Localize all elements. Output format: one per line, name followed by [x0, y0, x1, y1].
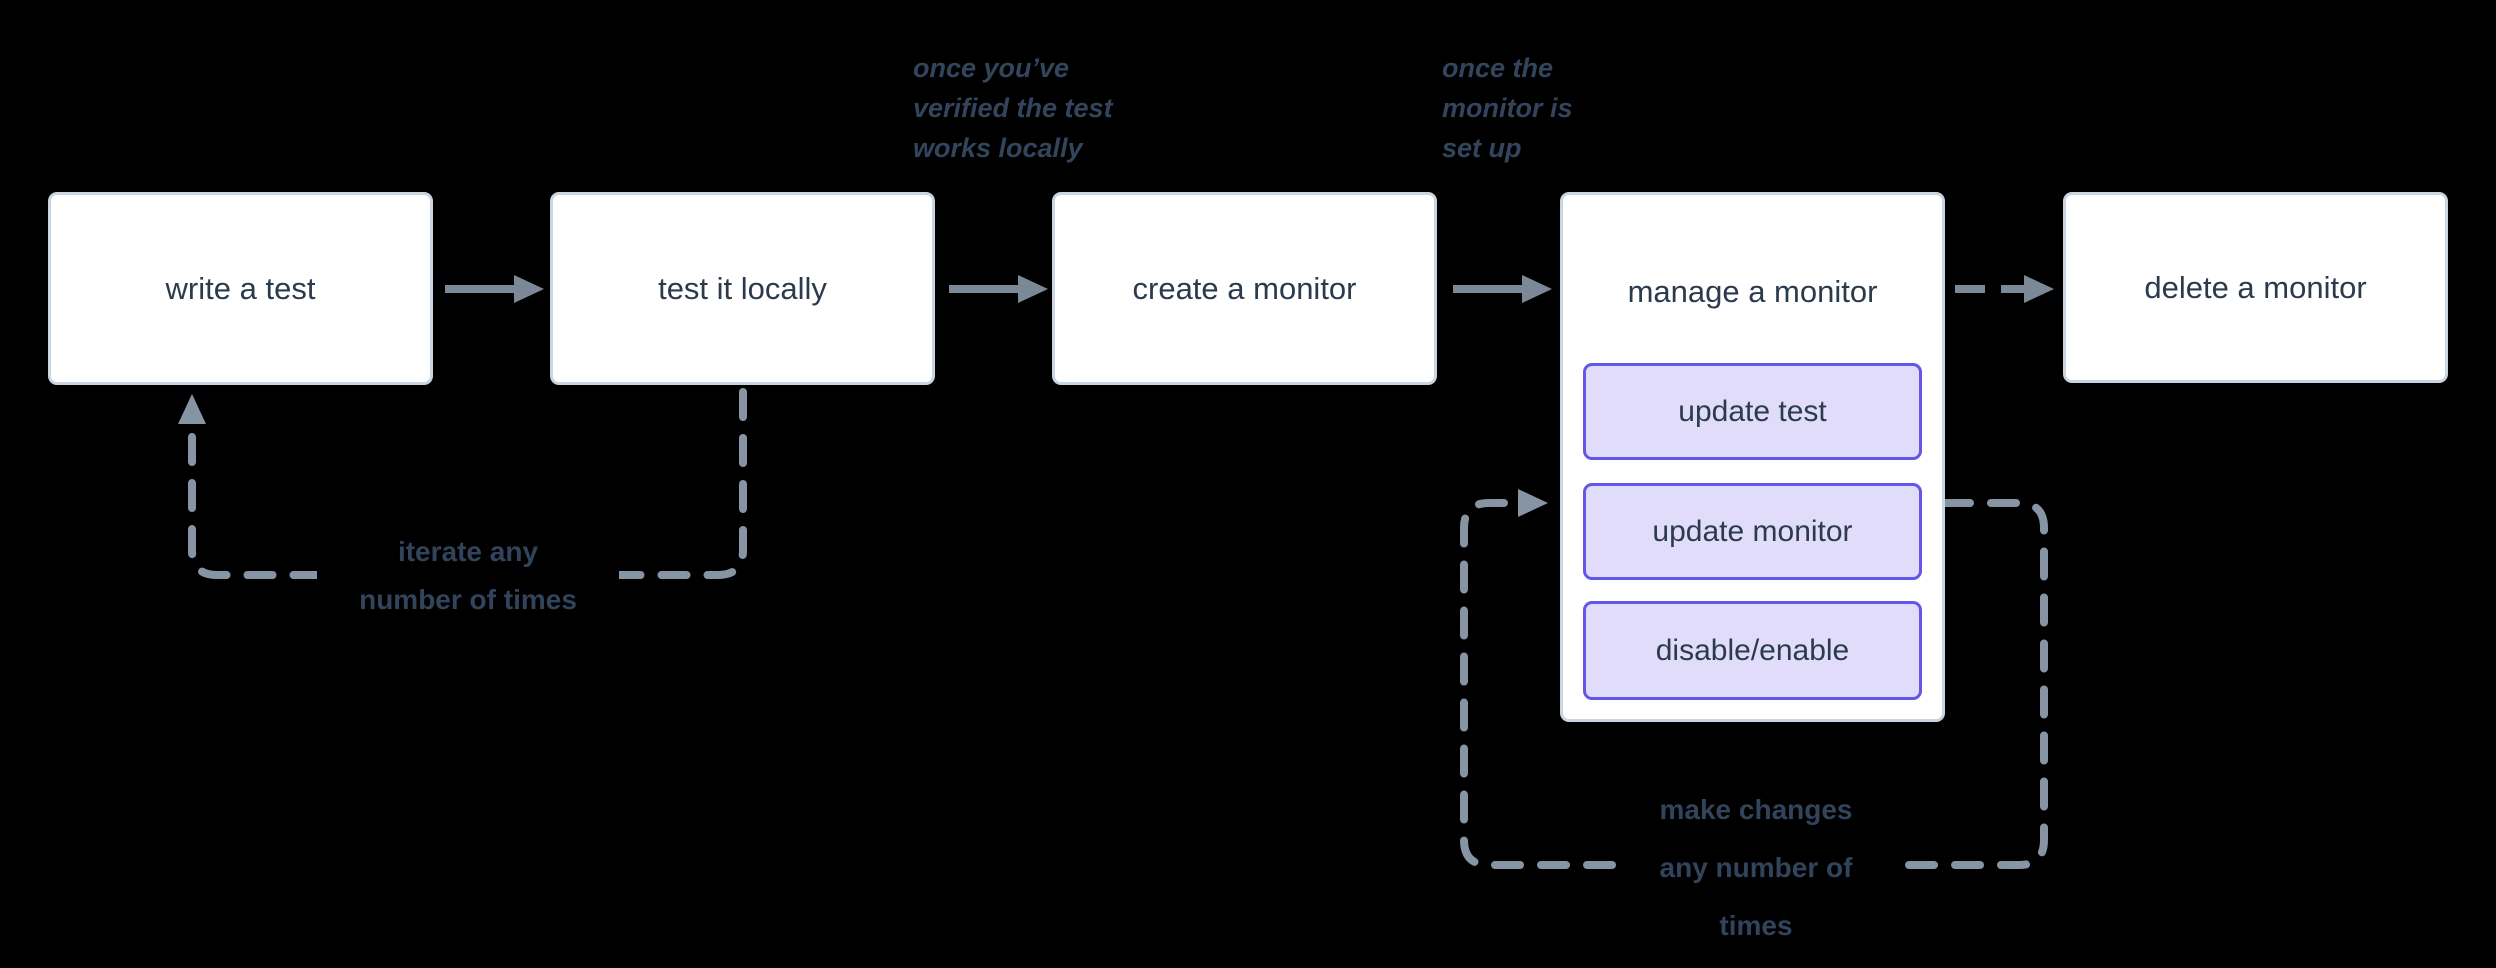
- edge-label-line: any number of: [1659, 852, 1853, 883]
- edge-label-line: iterate any: [397, 536, 539, 567]
- node-label-text: manage a monitor: [1627, 274, 1878, 309]
- node-manage-a-monitor: manage a monitor update test update moni…: [1560, 192, 1945, 722]
- node-create-a-monitor: create a monitor: [1052, 192, 1437, 385]
- annotation-once-verified: once you’ve verified the test works loca…: [913, 48, 1113, 168]
- action-update-monitor: update monitor: [1583, 483, 1922, 580]
- action-update-test: update test: [1583, 363, 1922, 460]
- edge-label-line: times: [1719, 910, 1793, 941]
- iterate-loop-arrow: [178, 388, 747, 579]
- annotation-line: once the: [1442, 53, 1554, 83]
- node-label: create a monitor: [1132, 270, 1357, 306]
- edge-label-iterate: iterate any number of times: [317, 528, 619, 624]
- annotation-line: set up: [1442, 133, 1522, 163]
- action-label: update test: [1678, 394, 1827, 428]
- arrow-create-monitor-to-manage-monitor: [1453, 275, 1552, 303]
- node-label: manage a monitor: [1563, 195, 1942, 389]
- annotation-line: verified the test: [913, 93, 1113, 123]
- annotation-line: once you’ve: [913, 53, 1070, 83]
- arrow-write-to-test-locally: [445, 275, 544, 303]
- node-label: write a test: [165, 270, 316, 306]
- action-disable-enable: disable/enable: [1583, 601, 1922, 700]
- node-label: test it locally: [658, 270, 827, 306]
- node-delete-a-monitor: delete a monitor: [2063, 192, 2448, 383]
- node-label: delete a monitor: [2144, 269, 2367, 305]
- annotation-line: monitor is: [1442, 93, 1573, 123]
- annotation-line: works locally: [913, 133, 1083, 163]
- edge-label-line: make changes: [1659, 794, 1853, 825]
- annotation-once-set-up: once the monitor is set up: [1442, 48, 1573, 168]
- action-label: update monitor: [1652, 514, 1853, 548]
- make-changes-loop-arrow: [1460, 489, 2048, 869]
- node-write-a-test: write a test: [48, 192, 433, 385]
- arrow-test-locally-to-create-monitor: [949, 275, 1048, 303]
- action-label: disable/enable: [1655, 633, 1850, 667]
- node-test-it-locally: test it locally: [550, 192, 935, 385]
- edge-label-line: number of times: [359, 584, 577, 615]
- edge-label-make-changes: make changes any number of times: [1616, 781, 1896, 955]
- dashed-arrow-manage-to-delete-monitor: [1955, 275, 2054, 303]
